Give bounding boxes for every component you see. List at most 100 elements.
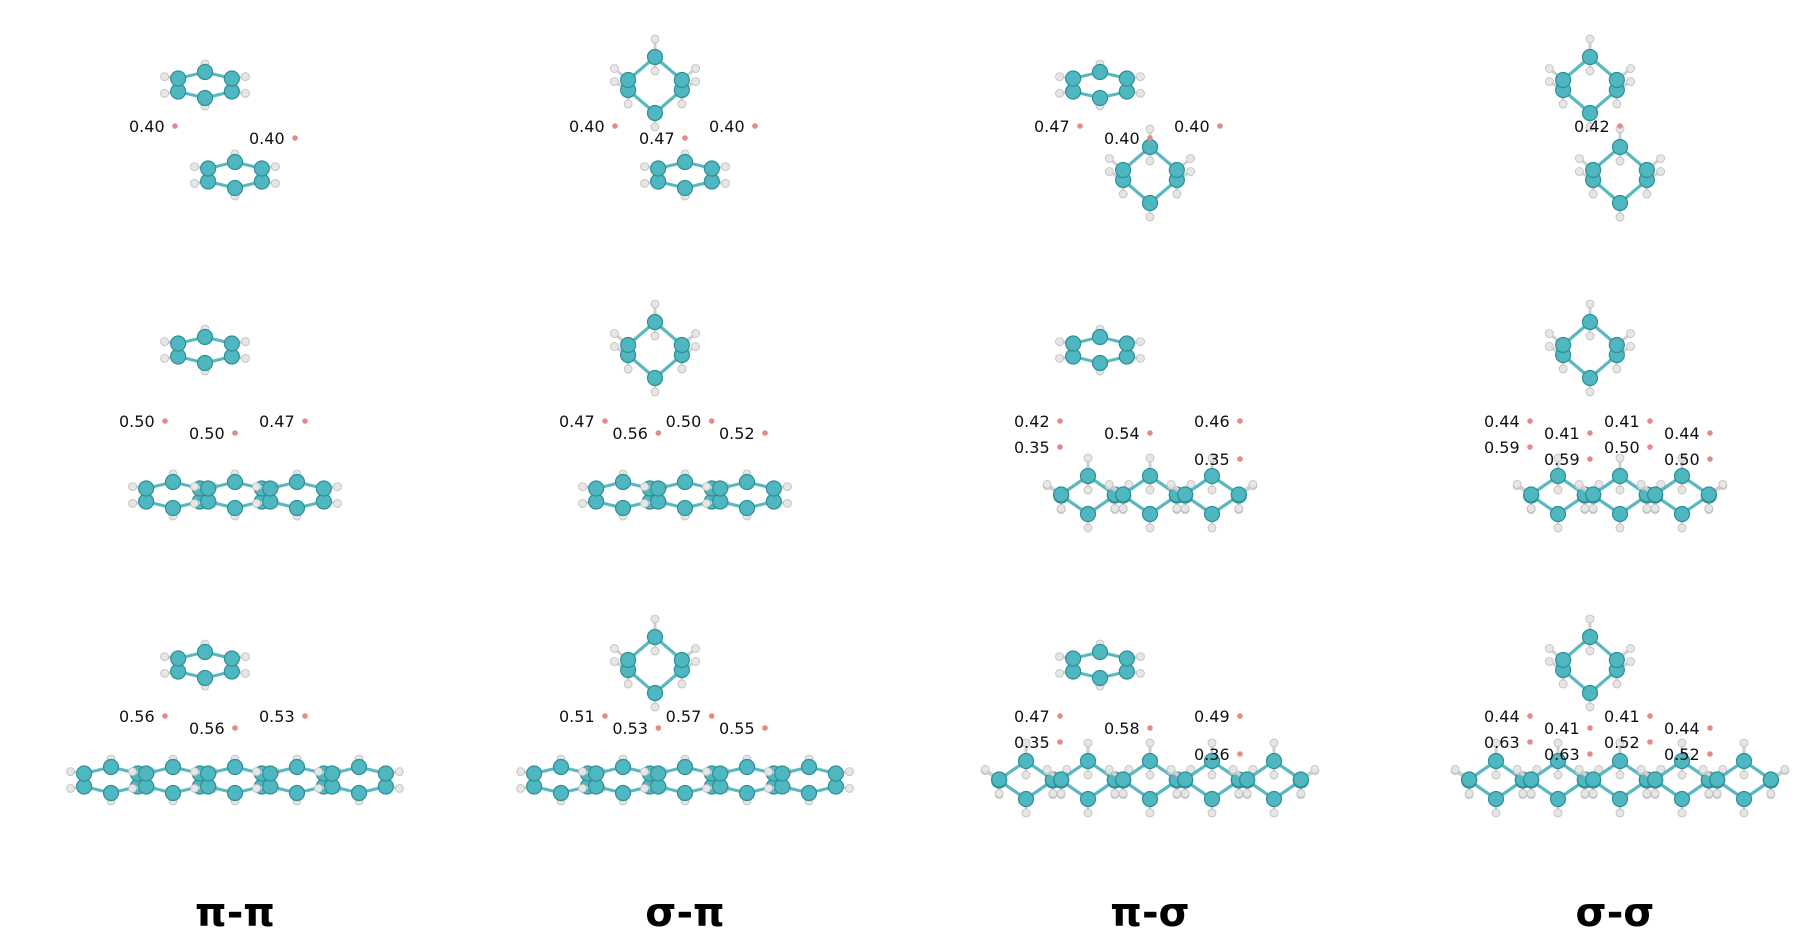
bond-critical-point — [1587, 456, 1593, 462]
bcp-density-label: 0.58 — [1104, 719, 1140, 738]
bond-critical-point — [1217, 123, 1223, 129]
bond-critical-point — [1617, 123, 1623, 129]
bcp-density-label: 0.50 — [119, 412, 155, 431]
bcp-density-label: 0.50 — [1604, 438, 1640, 457]
pp-1-top-molecule — [160, 59, 250, 111]
bond-critical-point — [752, 123, 758, 129]
bcp-density-label: 0.57 — [666, 707, 702, 726]
bcp-density-label: 0.40 — [1104, 129, 1140, 148]
ss-3-bottom-molecule — [1450, 738, 1790, 818]
sp-2-top-molecule — [609, 299, 701, 397]
bcp-density-label: 0.63 — [1544, 745, 1580, 764]
column-label-pi-pi: π-π — [195, 890, 275, 936]
bond-critical-point — [1237, 456, 1243, 462]
bcp-density-label: 0.42 — [1574, 117, 1610, 136]
ss-1-top-molecule — [1544, 34, 1636, 132]
column-label-sigma-sigma: σ-σ — [1575, 890, 1655, 936]
bcp-density-label: 0.40 — [1174, 117, 1210, 136]
bcp-density-label: 0.40 — [709, 117, 745, 136]
bcp-density-label: 0.51 — [559, 707, 595, 726]
bond-critical-point — [172, 123, 178, 129]
ps-1-top-molecule — [1055, 59, 1145, 111]
bond-critical-point — [762, 725, 768, 731]
ps-3-bottom-molecule — [980, 738, 1320, 818]
bond-critical-point — [1057, 739, 1063, 745]
bcp-density-label: 0.40 — [249, 129, 285, 148]
pp-2-top-molecule — [160, 324, 250, 376]
molecules-layer — [66, 34, 1790, 818]
sp-1-bottom-molecule — [640, 149, 730, 201]
bcp-density-label: 0.46 — [1194, 412, 1230, 431]
bond-critical-point — [1707, 430, 1713, 436]
bond-critical-point — [1587, 751, 1593, 757]
bond-critical-point — [232, 430, 238, 436]
bcp-density-label: 0.35 — [1014, 733, 1050, 752]
bond-critical-point — [1527, 444, 1533, 450]
column-label-pi-sigma: π-σ — [1110, 890, 1190, 936]
bond-critical-point — [1647, 739, 1653, 745]
bond-critical-point — [302, 418, 308, 424]
bond-critical-point — [655, 430, 662, 436]
bcp-density-label: 0.47 — [259, 412, 295, 431]
ps-2-bottom-molecule — [1042, 453, 1258, 533]
bcp-density-label: 0.50 — [1664, 450, 1700, 469]
sp-1-top-molecule — [609, 34, 701, 132]
bond-critical-point — [1147, 725, 1153, 731]
bond-critical-point — [1707, 456, 1713, 462]
bcp-density-label: 0.52 — [1664, 745, 1700, 764]
bcp-density-label: 0.35 — [1194, 450, 1230, 469]
bcp-density-label: 0.41 — [1544, 719, 1580, 738]
bcp-density-label: 0.56 — [189, 719, 225, 738]
bcp-density-label: 0.50 — [189, 424, 225, 443]
ps-3-top-molecule — [1055, 639, 1145, 691]
bond-critical-point — [1077, 123, 1083, 129]
bcp-density-label: 0.44 — [1484, 707, 1520, 726]
bond-critical-point — [602, 713, 608, 719]
bond-critical-point — [292, 135, 298, 141]
column-label-sigma-pi: σ-π — [645, 890, 725, 936]
bond-critical-point — [1527, 713, 1533, 719]
bond-critical-point — [1527, 739, 1533, 745]
bond-critical-point — [1147, 430, 1153, 436]
bcp-density-label: 0.50 — [666, 412, 702, 431]
bond-critical-point — [1057, 713, 1063, 719]
bond-critical-point — [1237, 713, 1243, 719]
bond-critical-point — [762, 430, 768, 436]
bond-critical-point — [162, 418, 168, 424]
bcp-density-label: 0.63 — [1484, 733, 1520, 752]
bcp-density-label: 0.47 — [639, 129, 675, 148]
bond-critical-point — [1707, 751, 1713, 757]
bond-critical-point — [1587, 430, 1593, 436]
bcp-density-label: 0.52 — [1604, 733, 1640, 752]
bond-critical-point — [602, 418, 608, 424]
bcp-density-label: 0.54 — [1104, 424, 1140, 443]
bcp-density-label: 0.56 — [612, 424, 648, 443]
bcp-density-label: 0.40 — [569, 117, 605, 136]
bond-critical-point — [1647, 444, 1653, 450]
sp-3-top-molecule — [609, 614, 701, 712]
bond-critical-point — [162, 713, 168, 719]
bond-critical-point — [1057, 418, 1063, 424]
ps-1-bottom-molecule — [1104, 124, 1196, 222]
bond-critical-point — [1647, 713, 1653, 719]
bcp-density-label: 0.59 — [1484, 438, 1520, 457]
pp-3-bottom-molecule — [66, 754, 404, 806]
bond-critical-point — [232, 725, 238, 731]
ss-3-top-molecule — [1544, 614, 1636, 712]
bcp-density-label: 0.41 — [1604, 412, 1640, 431]
bcp-density-label: 0.59 — [1544, 450, 1580, 469]
bcp-density-label: 0.47 — [1034, 117, 1070, 136]
bond-critical-point — [655, 725, 662, 731]
ss-2-top-molecule — [1544, 299, 1636, 397]
bcp-density-label: 0.56 — [119, 707, 155, 726]
bcp-density-label: 0.44 — [1484, 412, 1520, 431]
sp-2-bottom-molecule — [578, 469, 792, 521]
bcp-density-label: 0.42 — [1014, 412, 1050, 431]
ss-1-bottom-molecule — [1574, 124, 1666, 222]
bond-critical-point — [1057, 444, 1063, 450]
pp-1-bottom-molecule — [190, 149, 280, 201]
sp-3-bottom-molecule — [516, 754, 854, 806]
